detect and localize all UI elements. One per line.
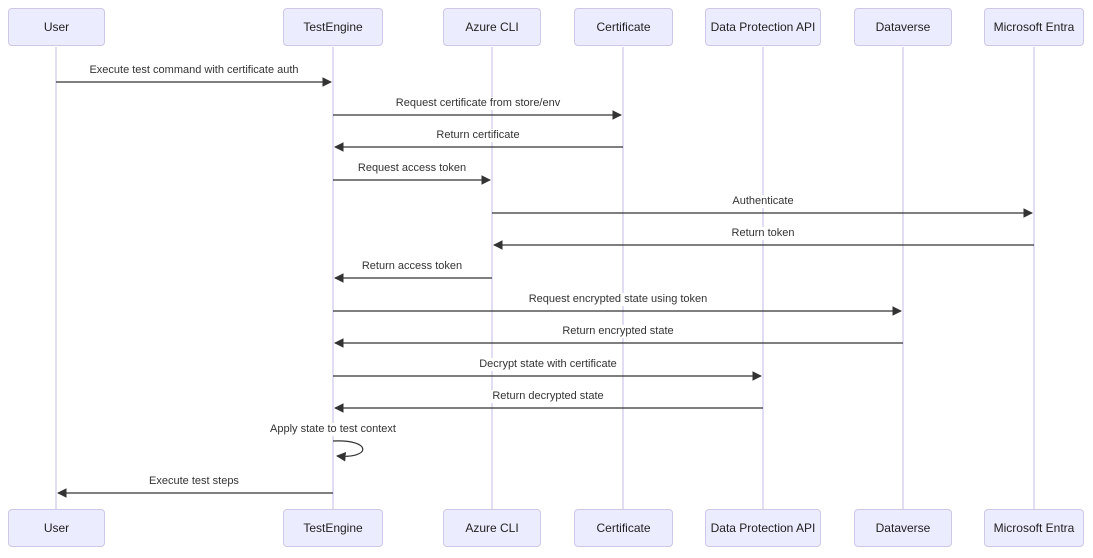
message-label-12: Apply state to test context <box>268 423 398 436</box>
actor-bottom-user: User <box>8 509 105 547</box>
message-label-11: Return decrypted state <box>490 390 606 403</box>
message-label-7: Return access token <box>359 260 465 273</box>
message-label-4: Request access token <box>355 162 469 175</box>
actor-bottom-dataverse: Dataverse <box>854 509 952 547</box>
actor-top-testengine: TestEngine <box>283 8 383 46</box>
actor-top-dataverse: Dataverse <box>854 8 952 46</box>
actor-bottom-microsoft-entra: Microsoft Entra <box>984 509 1084 547</box>
message-label-1: Execute test command with certificate au… <box>87 64 301 77</box>
actor-top-microsoft-entra: Microsoft Entra <box>984 8 1084 46</box>
message-self-loop-12 <box>332 440 364 462</box>
message-label-6: Return token <box>729 227 797 240</box>
actor-bottom-certificate: Certificate <box>574 509 673 547</box>
message-label-2: Request certificate from store/env <box>393 97 563 110</box>
message-label-3: Return certificate <box>434 129 522 142</box>
message-label-13: Execute test steps <box>147 475 241 488</box>
message-label-9: Return encrypted state <box>560 325 676 338</box>
actor-top-data-protection-api: Data Protection API <box>705 8 821 46</box>
message-label-10: Decrypt state with certificate <box>477 358 619 371</box>
actor-bottom-azure-cli: Azure CLI <box>443 509 541 547</box>
actor-bottom-data-protection-api: Data Protection API <box>705 509 821 547</box>
actor-bottom-testengine: TestEngine <box>283 509 383 547</box>
actor-top-azure-cli: Azure CLI <box>443 8 541 46</box>
message-label-5: Authenticate <box>730 195 796 208</box>
actor-top-user: User <box>8 8 105 46</box>
message-label-8: Request encrypted state using token <box>526 293 710 306</box>
actor-top-certificate: Certificate <box>574 8 673 46</box>
